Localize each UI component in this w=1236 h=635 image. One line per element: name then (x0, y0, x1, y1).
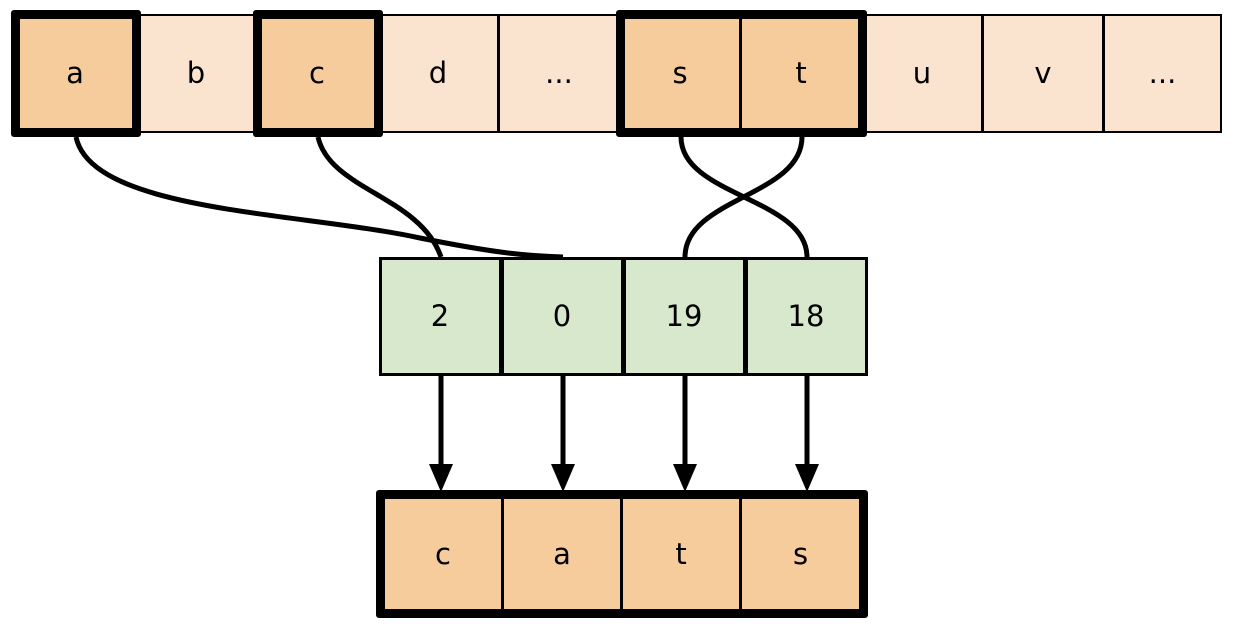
alphabet-cell-label: t (795, 56, 807, 90)
output-cell-label: s (792, 536, 809, 571)
output-cell-label: t (675, 536, 687, 571)
alphabet-strip: a b c d ... s t u v ... (14, 14, 1222, 133)
index-cell-0[interactable]: 2 (378, 257, 502, 376)
output-cell-3[interactable]: s (742, 499, 859, 609)
arrow-index-3-to-output-3 (795, 376, 819, 492)
alphabet-cell-label: u (912, 56, 932, 90)
alphabet-cell-label: v (1034, 56, 1052, 90)
index-cell-3[interactable]: 18 (744, 257, 868, 376)
alphabet-cell-s[interactable]: s (619, 14, 741, 133)
arrow-index-2-to-output-2 (673, 376, 697, 492)
alphabet-cell-t[interactable]: t (740, 14, 862, 133)
curve-c-to-index-0 (315, 136, 444, 258)
alphabet-cell-label: b (186, 56, 206, 90)
curve-t-to-index-2 (682, 136, 805, 258)
output-cell-0[interactable]: c (385, 499, 504, 609)
alphabet-cell-b[interactable]: b (135, 14, 257, 133)
index-cell-value: 18 (787, 299, 825, 333)
alphabet-cell-ellipsis-1[interactable]: ... (498, 14, 620, 133)
alphabet-cell-v[interactable]: v (982, 14, 1104, 133)
output-cell-1[interactable]: a (504, 499, 623, 609)
alphabet-cell-d[interactable]: d (377, 14, 499, 133)
output-cell-2[interactable]: t (623, 499, 742, 609)
alphabet-cell-label: d (428, 56, 448, 90)
curve-a-to-index-1 (73, 136, 564, 260)
index-cell-value: 2 (430, 299, 450, 333)
index-array: 2 0 19 18 (378, 257, 868, 376)
alphabet-cell-u[interactable]: u (861, 14, 983, 133)
alphabet-cell-label: s (672, 56, 688, 90)
alphabet-cell-label: ... (545, 56, 573, 90)
curve-s-to-index-3 (678, 136, 810, 258)
output-cell-label: c (435, 536, 451, 571)
output-cells: c a t s (385, 499, 859, 609)
output-word: c a t s (376, 490, 868, 618)
index-cell-1[interactable]: 0 (500, 257, 624, 376)
arrow-index-1-to-output-1 (551, 376, 575, 492)
alphabet-cell-label: a (66, 56, 84, 90)
arrow-index-0-to-output-0 (429, 376, 453, 492)
alphabet-cell-c[interactable]: c (256, 14, 378, 133)
alphabet-cell-label: ... (1148, 56, 1177, 90)
index-cell-value: 19 (665, 299, 703, 333)
index-cell-value: 0 (552, 299, 572, 333)
index-cell-2[interactable]: 19 (622, 257, 746, 376)
alphabet-cell-ellipsis-2[interactable]: ... (1103, 14, 1222, 133)
output-cell-label: a (553, 536, 571, 571)
alphabet-cell-label: c (309, 56, 325, 90)
alphabet-cell-a[interactable]: a (14, 14, 136, 133)
